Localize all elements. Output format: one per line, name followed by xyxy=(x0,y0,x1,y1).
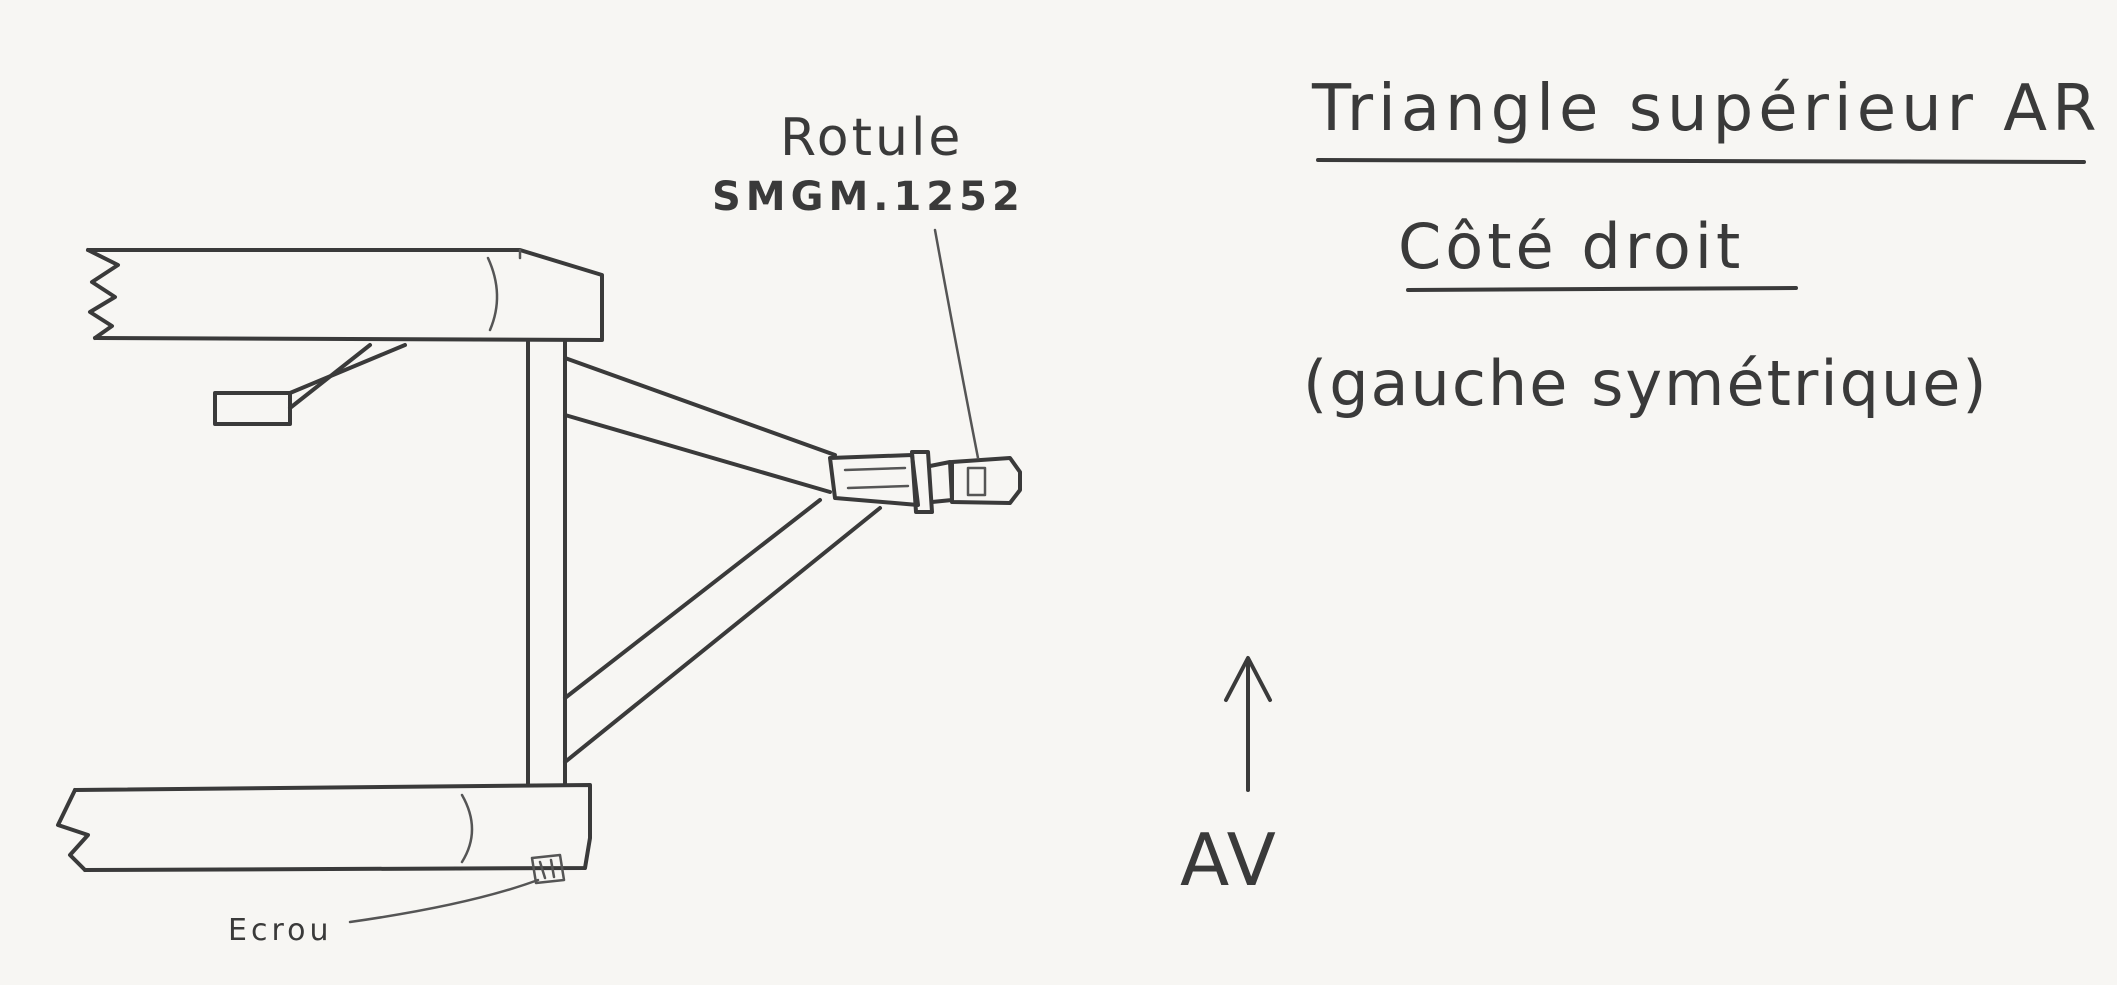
upper-chassis-beam xyxy=(86,248,604,342)
subtitle-underline xyxy=(1406,286,1798,292)
ball-joint-label: Rotule xyxy=(780,108,963,168)
title-underline xyxy=(1316,158,2086,164)
ball-joint-assembly xyxy=(828,450,1022,514)
ball-joint-leader-line xyxy=(933,228,980,460)
nut xyxy=(530,853,566,885)
vertical-post xyxy=(526,338,567,787)
symmetry-note: (gauche symétrique) xyxy=(1303,347,1989,420)
ball-joint-ref: SMGM.1252 xyxy=(712,174,1025,220)
nut-leader-line xyxy=(348,878,540,924)
direction-label: AV xyxy=(1180,818,1278,902)
upper-triangle-arms xyxy=(563,356,882,764)
lower-chassis-beam xyxy=(56,783,592,872)
drawing-subtitle: Côté droit xyxy=(1398,210,1744,283)
cross-member xyxy=(213,343,407,426)
drawing-title: Triangle supérieur AR xyxy=(1311,72,2102,146)
nut-label: Ecrou xyxy=(228,913,333,948)
forward-arrow-icon xyxy=(1224,656,1272,792)
